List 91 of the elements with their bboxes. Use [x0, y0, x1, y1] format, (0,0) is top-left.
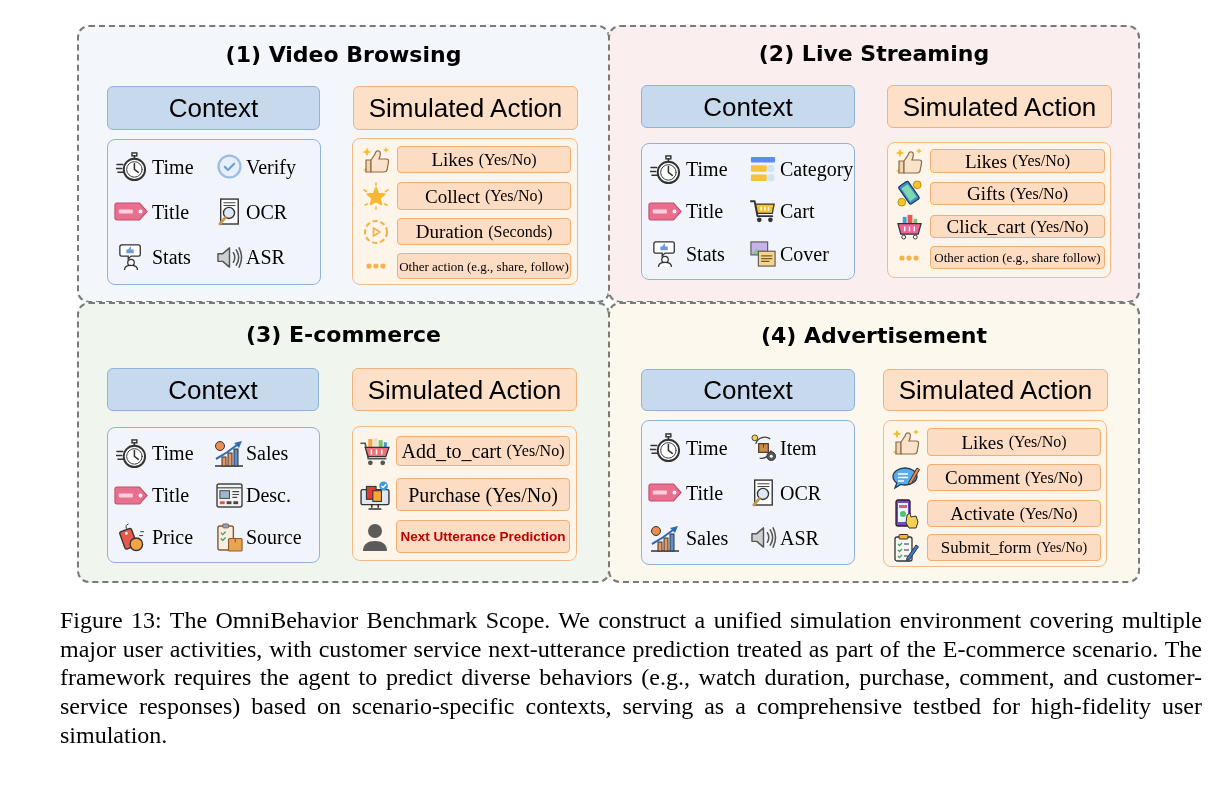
action-option	[397, 253, 571, 279]
simulated-action-header: Simulated Action	[883, 369, 1108, 411]
action-label: Likes	[961, 432, 1004, 452]
context-item-label: OCR	[246, 202, 288, 222]
answer-format-label: (Yes/No)	[484, 188, 543, 204]
simulated-action-header: Simulated Action	[887, 85, 1112, 128]
action-option	[930, 182, 1105, 205]
action-label: Add_to_cart	[401, 441, 502, 461]
action-option	[396, 478, 570, 511]
context-header: Context	[107, 86, 320, 130]
action-label: Likes	[964, 151, 1008, 171]
context-item-label: Time	[152, 443, 194, 463]
action-option	[927, 534, 1101, 561]
context-list-panel	[107, 139, 321, 285]
context-item-label: Category	[780, 159, 854, 180]
answer-format-label: (Seconds)	[488, 223, 553, 240]
answer-format-label: (Yes/No)	[1025, 469, 1083, 486]
context-item-label: ASR	[780, 527, 819, 548]
action-list-panel	[352, 426, 577, 561]
simulated-action-header: Simulated Action	[353, 86, 578, 130]
context-item-label: Item	[780, 437, 817, 458]
context-item-label: Cart	[780, 201, 815, 222]
action-option	[397, 146, 571, 173]
action-option	[397, 182, 571, 210]
action-option	[930, 215, 1105, 238]
context-item-label: Desc.	[246, 485, 291, 505]
action-label: Duration	[415, 222, 484, 241]
scenario-panel	[77, 25, 610, 303]
context-item-label: Source	[246, 527, 302, 547]
context-item-label: Title	[686, 482, 724, 503]
panel-title: (4) Advertisement	[760, 322, 988, 350]
action-label: Gifts	[967, 184, 1006, 203]
answer-format-label: (Yes/No)	[1036, 540, 1088, 555]
context-item-label: Title	[686, 201, 724, 222]
context-header: Context	[107, 368, 319, 411]
scenario-panel	[77, 302, 610, 583]
answer-format-label: (Yes/No)	[1030, 218, 1089, 235]
context-item-label: Title	[152, 202, 190, 222]
action-list-panel	[887, 142, 1111, 278]
action-label: Comment	[945, 468, 1020, 487]
action-option	[397, 218, 571, 245]
action-option	[927, 464, 1101, 491]
context-header: Context	[641, 85, 855, 128]
context-item-label: Cover	[780, 243, 829, 264]
panel-title: (1) Video Browsing	[225, 41, 462, 69]
context-item-label: Stats	[686, 243, 725, 264]
panel-title: (2) Live Streaming	[758, 40, 990, 68]
context-item-label: Sales	[686, 527, 729, 548]
action-list-panel	[352, 138, 578, 285]
action-label: Other action (e.g., share, follow)	[399, 259, 569, 273]
action-option	[396, 520, 570, 553]
context-item-label: Price	[152, 527, 194, 547]
action-label: Likes	[431, 150, 474, 169]
simulated-action-header: Simulated Action	[352, 368, 577, 411]
action-label: Purchase	[408, 484, 481, 505]
action-option	[927, 500, 1101, 527]
figure-caption: Figure 13: The OmniBehavior Benchmark Scope. We construct a unified simulation environment covering multiple major user activities, with customer service next-utterance prediction treated as part of the E-commerce scenario. The framework requires the agent to predict diverse behaviors (e.g., watch duration, purchase, comment, and customer-service responses) based on scenario-specific contexts, serving as a comprehensive testbed for high-fidelity user simulation.	[60, 606, 1202, 750]
answer-format-label: (Yes/No)	[478, 151, 537, 168]
panel-title: (3) E-commerce	[246, 321, 441, 349]
context-item-label: Time	[686, 437, 728, 458]
action-label: Other action (e.g., share follow)	[934, 251, 1101, 264]
action-label: Activate	[950, 504, 1015, 523]
context-item-label: Sales	[246, 443, 289, 463]
action-option	[930, 246, 1105, 269]
action-option	[930, 149, 1105, 173]
context-item-label: Verify	[246, 156, 296, 177]
context-header: Context	[641, 369, 855, 411]
context-list-panel	[641, 143, 855, 280]
context-item-label: OCR	[780, 482, 822, 503]
action-list-panel	[883, 420, 1107, 567]
context-item-label: Stats	[152, 247, 191, 268]
context-item-label: Title	[152, 485, 190, 505]
answer-format-label: (Yes/No)	[485, 484, 558, 505]
context-list-panel	[107, 427, 320, 563]
context-item-label: Time	[152, 156, 194, 177]
action-label: Next Utterance Prediction	[400, 529, 566, 544]
answer-format-label: (Yes/No)	[1019, 505, 1078, 522]
scenario-panel	[608, 302, 1140, 583]
context-item-label: Time	[686, 159, 728, 180]
action-option	[396, 436, 570, 466]
action-label: Collect	[425, 186, 480, 206]
answer-format-label: (Yes/No)	[506, 443, 565, 459]
context-item-label: ASR	[246, 247, 285, 268]
context-list-panel	[641, 420, 855, 565]
answer-format-label: (Yes/No)	[1010, 185, 1068, 202]
answer-format-label: (Yes/No)	[1012, 153, 1071, 169]
answer-format-label: (Yes/No)	[1008, 434, 1067, 450]
action-label: Submit_form	[940, 539, 1032, 556]
action-label: Click_cart	[946, 217, 1026, 236]
action-option	[927, 428, 1101, 456]
scenario-panel	[608, 25, 1140, 303]
